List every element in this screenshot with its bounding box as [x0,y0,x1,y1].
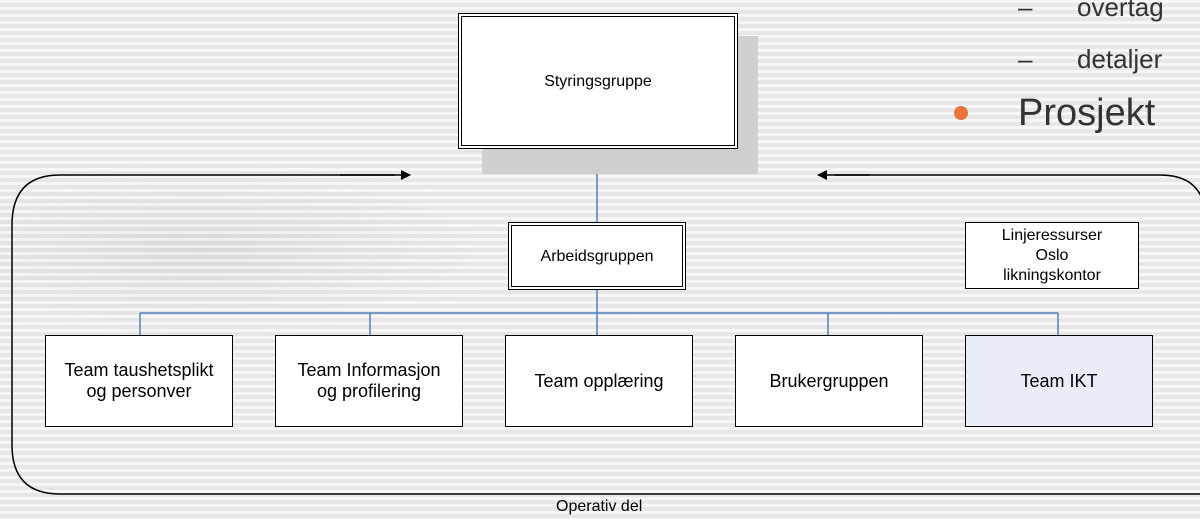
bullet-dot [954,106,968,120]
bullet-dash-2: – [1018,44,1033,74]
sub-bullet-2: detaljer [1077,44,1163,74]
operative-label: Operativ del [556,498,643,515]
steering-group-label: Styringsgruppe [544,72,652,90]
team-box-5: Team IKT [965,335,1153,427]
line-resources-line-2: Oslo [1035,246,1069,264]
sub-bullet-1: overtag [1077,0,1164,22]
team-label-5: Team IKT [1020,370,1098,391]
team-label-4: Brukergruppen [769,370,889,391]
team-box-1: Team taushetsplikt og personver [45,335,233,427]
steering-group-box: Styringsgruppe [458,13,738,149]
team-label-1a: Team taushetsplikt [64,360,214,380]
team-label-2b: og profilering [316,381,422,401]
team-box-3: Team opplæring [505,335,693,427]
main-bullet: Prosjekt [1018,92,1156,134]
team-box-4: Brukergruppen [735,335,923,427]
team-box-2: Team Informasjon og profilering [275,335,463,427]
bullet-dash-1: – [1018,0,1033,22]
working-group-box: Arbeidsgruppen [508,222,686,290]
line-resources-line-1: Linjeressurser [1001,226,1103,244]
team-label-2a: Team Informasjon [297,360,441,380]
line-resources-box: Linjeressurser Oslo likningskontor [965,222,1139,289]
operative-frame-right [835,174,1200,196]
working-group-label: Arbeidsgruppen [540,247,654,265]
team-label-1b: og personver [86,381,192,401]
team-label-3: Team opplæring [534,370,664,391]
operative-frame-left [11,174,1200,495]
line-resources-line-3: likningskontor [1003,266,1101,284]
